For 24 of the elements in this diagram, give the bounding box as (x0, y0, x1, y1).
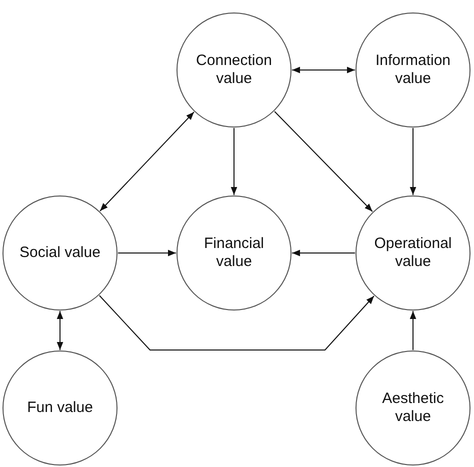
arrow (292, 66, 356, 74)
node-label: Connection value (195, 52, 273, 88)
node-label: Fun value (26, 399, 94, 417)
node-label: Social value (18, 244, 102, 262)
arrow (292, 250, 356, 256)
value-circle (355, 350, 471, 466)
value-circle (355, 195, 471, 311)
value-circle (355, 12, 471, 128)
value-circle (176, 195, 292, 311)
arrow (56, 310, 64, 350)
arrow (410, 310, 416, 350)
arrow (98, 295, 374, 350)
value-circle (2, 195, 118, 311)
value-circle (176, 12, 292, 128)
value-circle (2, 350, 118, 466)
node-label: Operational value (373, 235, 453, 271)
arrow (230, 128, 238, 196)
arrow (274, 111, 373, 212)
arrow (118, 250, 176, 256)
node-label: Aesthetic value (381, 390, 445, 426)
arrow (100, 112, 194, 212)
arrow (410, 128, 416, 196)
node-label: Financial value (202, 235, 266, 271)
node-label: Information value (374, 52, 452, 88)
